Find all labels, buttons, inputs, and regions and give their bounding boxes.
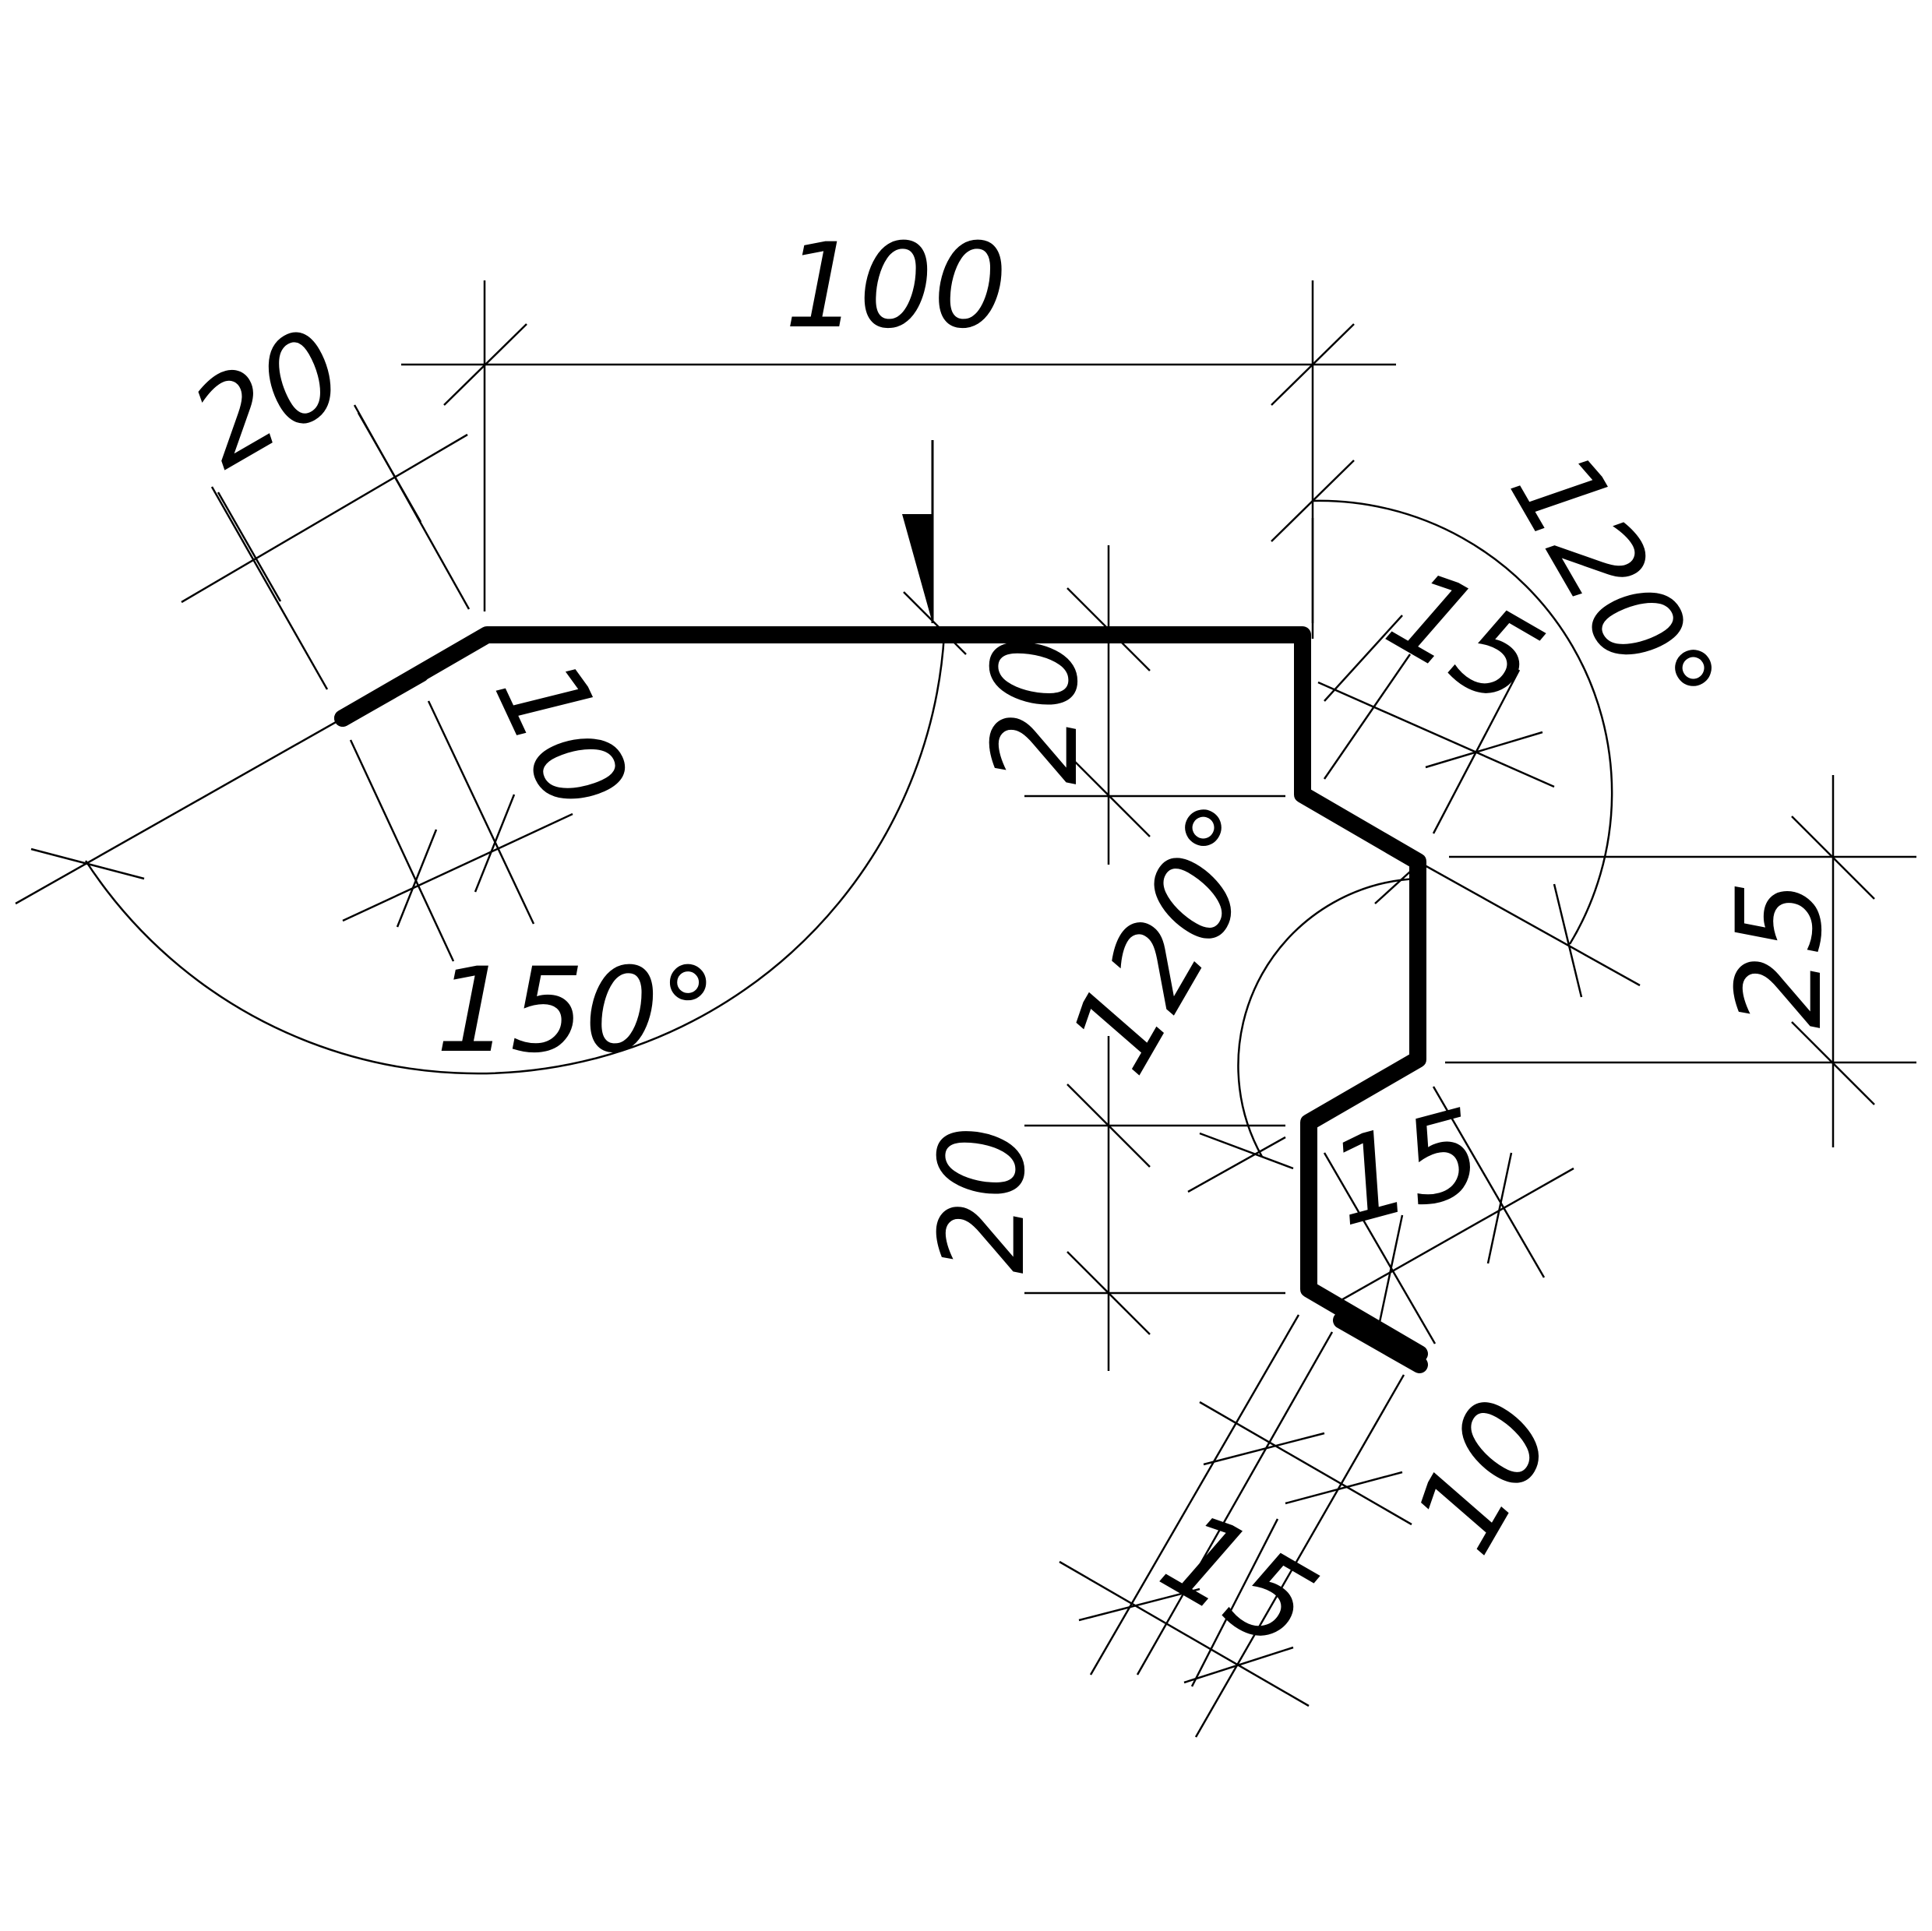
- triangle-flag-icon: [902, 514, 933, 623]
- label-left-angle: 150°: [435, 943, 717, 1079]
- label-right-upper-angle: 120°: [1483, 430, 1741, 742]
- angle-120-right-arc: [1271, 460, 1641, 998]
- label-top-width: 100: [784, 219, 1007, 354]
- dim-left-hem: [342, 700, 573, 962]
- angle-120-center-arc: [1187, 864, 1419, 1193]
- label-center-angle: 120°: [1043, 783, 1301, 1094]
- bottom-hem-overlap: [1333, 1312, 1428, 1373]
- angle-150-arc: [15, 634, 946, 1075]
- label-left-hem: 10: [468, 640, 654, 833]
- dim-right-upper-drop: [1024, 545, 1285, 865]
- dim-left-flange: [181, 404, 471, 690]
- dim-right-upper-diag: [1317, 615, 1555, 834]
- label-bottom-diag: 15: [1141, 1485, 1337, 1677]
- label-right-lower-drop: 20: [915, 1126, 1051, 1274]
- left-hem-overlap: [334, 665, 429, 727]
- dim-top-width: [401, 280, 1396, 623]
- label-bottom-hem: 10: [1388, 1378, 1580, 1574]
- dim-right-lower-diag: [1323, 1086, 1574, 1344]
- label-right-vertical: 25: [1712, 880, 1848, 1029]
- label-right-upper-drop: 20: [968, 636, 1104, 785]
- dim-right-lower-drop: [1024, 1036, 1285, 1371]
- dim-bottom: [1059, 1314, 1412, 1738]
- label-left-flange: 20: [171, 303, 367, 495]
- dim-right-vertical: [1445, 775, 1916, 1147]
